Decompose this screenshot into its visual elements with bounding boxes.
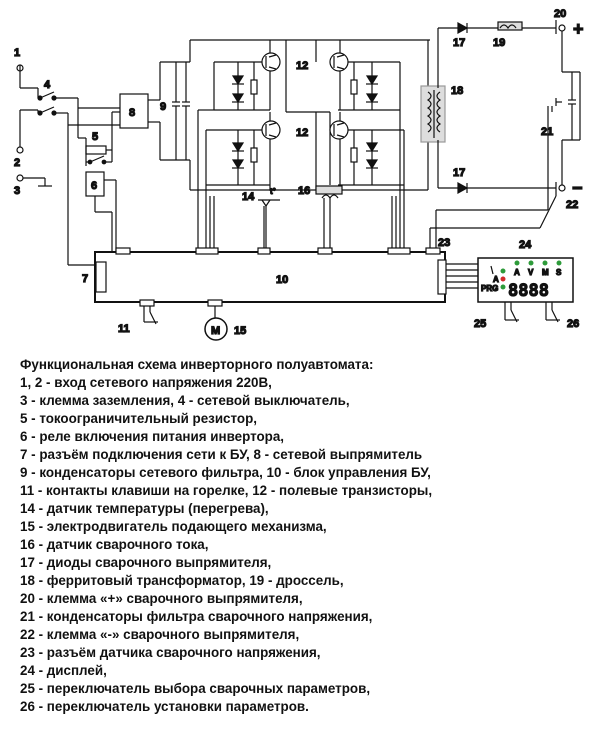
label-9: 9 (160, 101, 166, 113)
indicator-a: A (514, 268, 520, 277)
transistor-bottom-right (329, 112, 405, 190)
label-5: 5 (92, 131, 98, 143)
label-11: 11 (118, 323, 130, 335)
caption: Функциональная схема инверторного полуав… (20, 356, 590, 716)
motor-mark: M (211, 325, 220, 337)
schematic-diagram: 1 2 3 4 5 (0, 0, 600, 345)
label-22: 22 (566, 199, 578, 211)
prg-label: PRG (481, 284, 498, 293)
label-12-a: 12 (296, 60, 308, 72)
transistor-top-left (213, 40, 281, 111)
legend-item: 23 - разъём датчика сварочного напряжени… (20, 645, 321, 660)
label-25: 25 (474, 318, 486, 330)
led-v (528, 260, 534, 266)
label-7: 7 (82, 273, 88, 285)
label-19: 19 (493, 37, 505, 49)
label-17-top: 17 (453, 37, 465, 49)
label-6: 6 (91, 180, 97, 192)
label-24: 24 (519, 239, 532, 251)
legend-list: 1, 2 - вход сетевого напряжения 220В, 3 … (20, 374, 590, 716)
output-capacitors (547, 72, 576, 140)
parameter-select-switch (504, 302, 519, 323)
caption-title: Функциональная схема инверторного полуав… (20, 357, 374, 372)
mode-a: A (493, 275, 499, 284)
plus-sign: + (573, 19, 584, 39)
led-a (514, 260, 520, 266)
relay (85, 171, 117, 252)
led-mode-1 (500, 268, 506, 274)
label-17-bottom: 17 (453, 167, 465, 179)
label-18: 18 (451, 85, 463, 97)
legend-item: 3 - клемма заземления, 4 - сетевой выклю… (20, 393, 350, 408)
display-panel (477, 257, 574, 303)
legend-item: 18 - ферритовый трансформатор, 19 - дрос… (20, 573, 344, 588)
legend-item: 1, 2 - вход сетевого напряжения 220В, (20, 375, 272, 390)
label-8: 8 (129, 107, 135, 119)
legend-item: 11 - контакты клавиши на горелке, 12 - п… (20, 483, 433, 498)
minus-sign: − (572, 178, 583, 198)
temperature-sensor (258, 199, 280, 252)
legend-item: 9 - конденсаторы сетевого фильтра, 10 - … (20, 465, 431, 480)
gate-drive-wires (197, 109, 405, 252)
feed-motor (204, 306, 228, 341)
led-mode-2 (500, 276, 506, 282)
label-26: 26 (567, 318, 579, 330)
display-bus (446, 263, 478, 289)
legend-item: 25 - переключатель выбора сварочных пара… (20, 681, 371, 696)
led-prg (500, 284, 506, 290)
legend-item: 17 - диоды сварочного выпрямителя, (20, 555, 272, 570)
thermo-mark: t° (270, 187, 276, 196)
label-21: 21 (541, 126, 553, 138)
legend-item: 22 - клемма «-» сварочного выпрямителя, (20, 627, 300, 642)
mains-switch (37, 88, 120, 126)
indicator-s: S (556, 268, 562, 277)
output-terminals (555, 20, 581, 196)
parameter-set-switch (545, 302, 560, 323)
current-sensor (315, 185, 343, 252)
voltage-sense-wires (429, 112, 557, 252)
legend-item: 16 - датчик сварочного тока, (20, 537, 209, 552)
label-20: 20 (554, 8, 566, 20)
power-bus (189, 39, 430, 191)
label-10: 10 (276, 274, 288, 286)
legend-item: 7 - разъём подключения сети к БУ, 8 - се… (20, 447, 423, 462)
legend-item: 21 - конденсаторы фильтра сварочного нап… (20, 609, 373, 624)
legend-item: 6 - реле включения питания инвертора, (20, 429, 284, 444)
label-1: 1 (14, 47, 20, 59)
legend-item: 26 - переключатель установки параметров. (20, 699, 309, 714)
label-14: 14 (242, 191, 255, 203)
legend-item: 20 - клемма «+» сварочного выпрямителя, (20, 591, 303, 606)
input-terminals (16, 64, 52, 187)
label-3: 3 (14, 185, 20, 197)
label-2: 2 (14, 157, 20, 169)
mains-rectifier (119, 62, 161, 160)
indicator-m: M (542, 268, 549, 277)
display-digits: 8888 (508, 281, 549, 301)
filter-capacitors (160, 61, 190, 161)
torch-contacts (143, 306, 158, 325)
legend-item: 5 - токоограничительный резистор, (20, 411, 257, 426)
welding-diodes (438, 21, 556, 195)
legend-item: 15 - электродвигатель подающего механизм… (20, 519, 327, 534)
led-m (542, 260, 548, 266)
legend-item: 14 - датчик температуры (перегрева), (20, 501, 269, 516)
current-limit-resistor (85, 111, 120, 166)
label-16: 16 (298, 185, 310, 197)
transistor-top-right (329, 40, 401, 111)
choke (497, 21, 556, 31)
transistor-bottom-left (205, 112, 281, 190)
legend-item: 24 - дисплей, (20, 663, 107, 678)
control-unit (94, 247, 447, 307)
ferrite-transformer (420, 28, 446, 188)
label-4: 4 (44, 79, 51, 91)
label-12-b: 12 (296, 127, 308, 139)
label-15: 15 (234, 325, 246, 337)
led-s (556, 260, 562, 266)
indicator-v: V (528, 268, 534, 277)
label-23: 23 (438, 237, 450, 249)
